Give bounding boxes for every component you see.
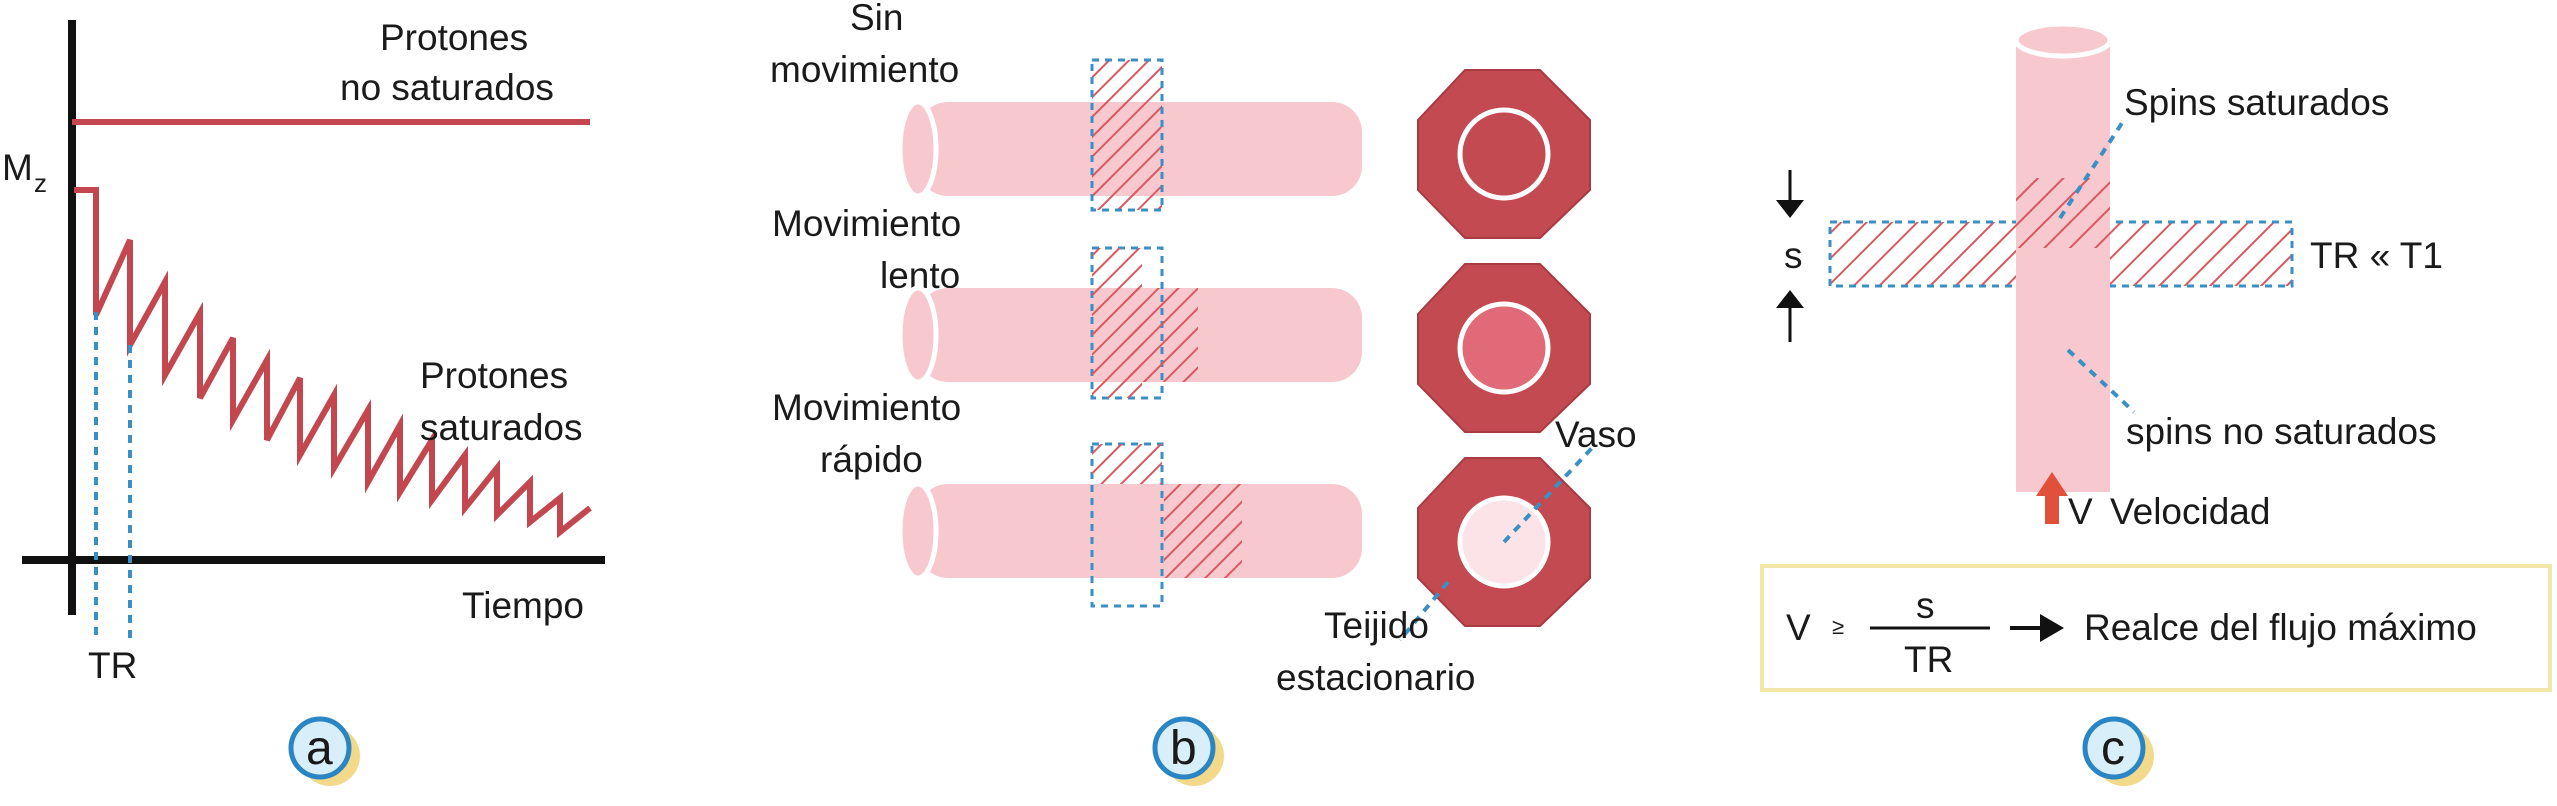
x-axis-label: Tiempo (462, 585, 584, 626)
top-label-line1: Protones (380, 17, 528, 58)
tissue-label-line2: estacionario (1276, 657, 1476, 698)
octagon-row1 (1417, 69, 1591, 239)
panel-c: s Spins saturados TR « T1 spins no satur… (1760, 21, 2552, 786)
tissue-pointer (1398, 580, 1450, 642)
formula-denominator: TR (1904, 639, 1953, 680)
badge-c: c (2082, 716, 2154, 786)
badge-a-letter: a (306, 722, 333, 775)
curve-label-line2: saturados (420, 407, 583, 448)
unsaturated-pointer (2066, 348, 2136, 414)
vessel-label: Vaso (1555, 414, 1637, 455)
panel-a: Protones no saturados M z Protones satur… (2, 17, 605, 786)
vertical-vessel (2013, 21, 2113, 492)
badge-a: a (288, 716, 360, 786)
velocity-arrow (2036, 472, 2068, 524)
slice-thickness-label: s (1784, 235, 1803, 276)
spins-unsaturated-label: spins no saturados (2126, 411, 2437, 452)
row1-label-line2: movimiento (770, 49, 959, 90)
panel-b: Sin movimiento Movimiento lento Movimien… (770, 0, 1637, 786)
saturated-sawtooth-curve (74, 187, 592, 539)
formula-result: Realce del flujo máximo (2084, 607, 2477, 648)
row2-label-line1: Movimiento (772, 203, 961, 244)
vessel-row2 (897, 246, 1362, 400)
velocity-symbol: V (2068, 491, 2093, 532)
tr-label: TR (88, 645, 137, 686)
formula-arrow-head (2040, 614, 2064, 642)
formula-ge: ≥ (1832, 614, 1844, 639)
formula-v: V (1786, 607, 1811, 648)
row1-label-line1: Sin (850, 0, 903, 38)
velocity-label: Velocidad (2110, 491, 2270, 532)
row3-label-line2: rápido (820, 439, 923, 480)
row3-label-line1: Movimiento (772, 387, 961, 428)
slice-row1 (1090, 58, 1164, 212)
slice-bottom-arrow (1776, 290, 1804, 308)
saturated-pointer (2058, 118, 2126, 220)
octagon-row2 (1417, 263, 1591, 433)
tissue-label-line1: Teijido (1324, 605, 1429, 646)
slice-row3 (1090, 442, 1164, 608)
y-axis-subscript: z (34, 168, 47, 198)
formula-numerator: s (1916, 585, 1935, 626)
badge-b-letter: b (1170, 722, 1197, 775)
top-label-line2: no saturados (340, 67, 554, 108)
curve-label-line1: Protones (420, 355, 568, 396)
vessel-row1 (897, 58, 1362, 212)
badge-c-letter: c (2101, 722, 2125, 775)
spins-saturated-label: Spins saturados (2124, 82, 2389, 123)
badge-b: b (1152, 716, 1224, 786)
vessel-pointer (1502, 446, 1594, 544)
vessel-row3 (897, 442, 1362, 608)
slice-top-arrow (1776, 200, 1804, 218)
y-axis-label: M (2, 147, 33, 188)
tr-relation-label: TR « T1 (2310, 235, 2443, 276)
